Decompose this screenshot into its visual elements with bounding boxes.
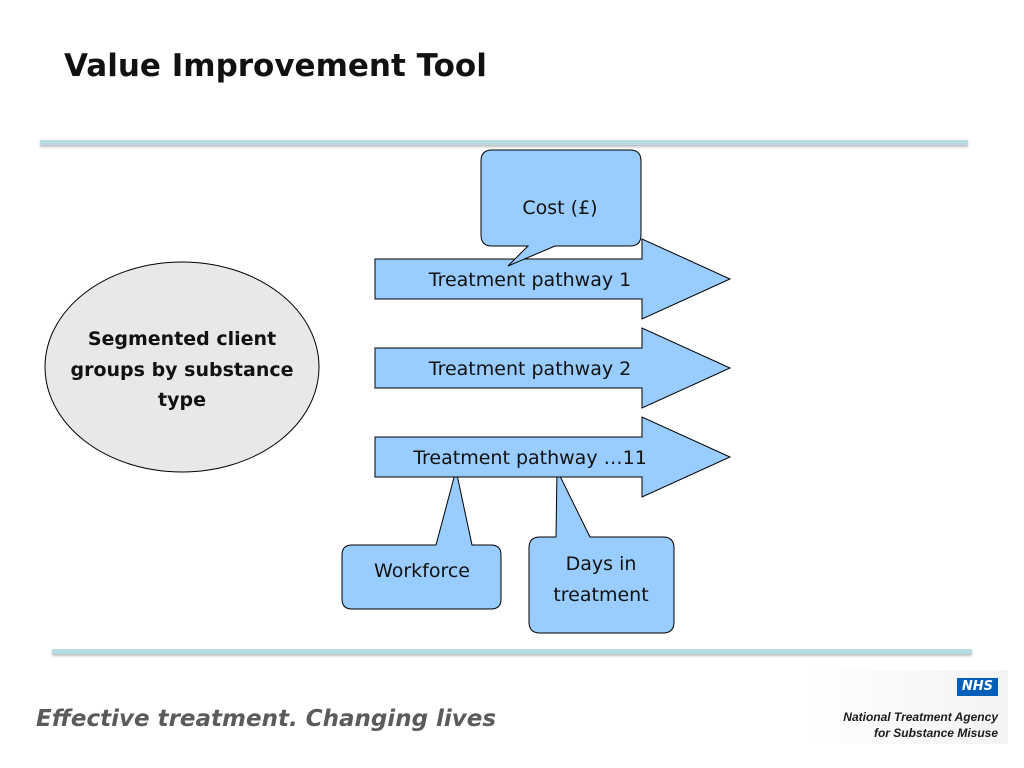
client-groups-line3: type [158, 389, 206, 411]
cost-callout: Cost (£) [480, 149, 642, 267]
cost-callout-label: Cost (£) [522, 197, 597, 219]
workforce-callout-label: Workforce [374, 560, 470, 582]
days-in-treatment-callout: Days in treatment [528, 469, 675, 634]
client-groups-line1: Segmented client [88, 328, 276, 350]
nhs-logo-badge: NHS [956, 678, 998, 696]
workforce-callout: Workforce [341, 469, 502, 610]
agency-logo: NHS National Treatment Agency for Substa… [804, 670, 1008, 744]
agency-name-line2: for Substance Misuse [873, 726, 998, 740]
client-groups-ellipse: Segmented client groups by substance typ… [44, 261, 320, 473]
pathway-arrow-1 [374, 238, 732, 320]
pathway-arrow-2: Treatment pathway 2 [374, 327, 732, 409]
footer-tagline: Effective treatment. Changing lives [36, 706, 497, 732]
agency-name-line1: National Treatment Agency [843, 710, 998, 724]
pathway-label-2: Treatment pathway 2 [428, 358, 631, 380]
pathway-arrow-3: Treatment pathway …11 [374, 416, 732, 498]
days-callout-line1: Days in [566, 553, 637, 575]
pathway-label-1: Treatment pathway 1 [428, 269, 631, 291]
slide-title: Value Improvement Tool [64, 48, 487, 84]
pathway-label-3: Treatment pathway …11 [412, 447, 647, 469]
bottom-divider [52, 649, 972, 654]
top-divider [40, 140, 968, 145]
days-callout-line2: treatment [553, 584, 648, 606]
client-groups-line2: groups by substance [71, 359, 294, 381]
